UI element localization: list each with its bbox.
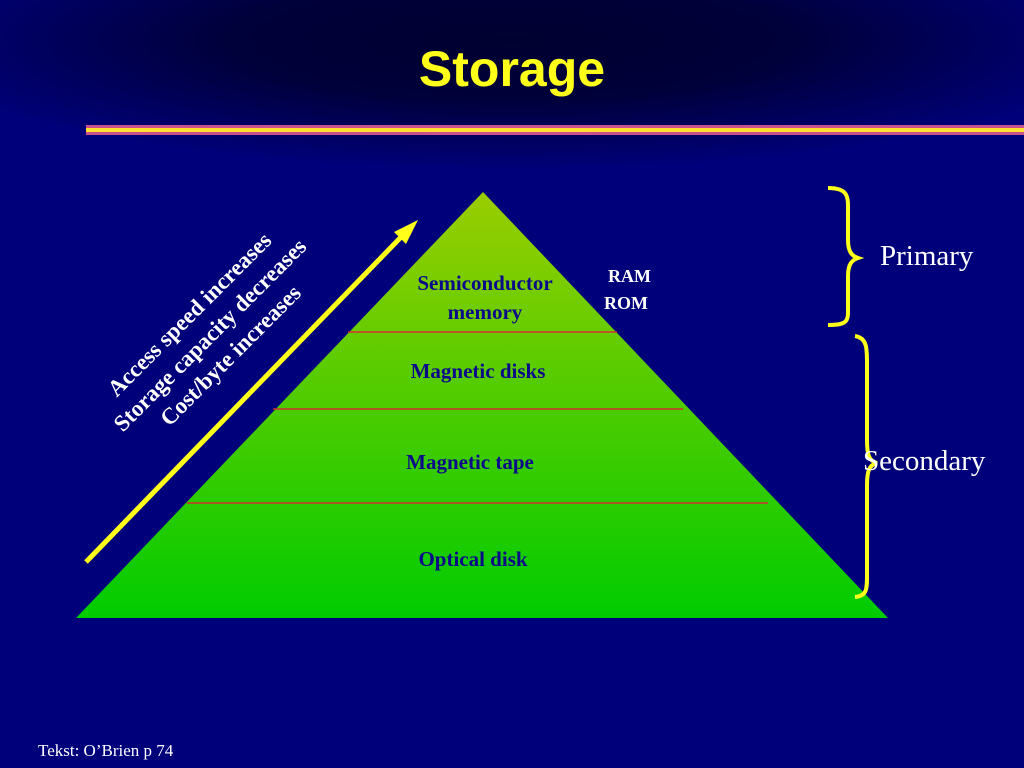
title-underline-top — [86, 125, 1024, 128]
primary-brace — [827, 186, 865, 327]
rom-label: ROM — [604, 293, 648, 313]
layer-label-semiconductor-memory: Semiconductor memory — [390, 269, 580, 327]
title-underline-bottom — [86, 132, 1024, 135]
layer-label-magnetic-disks: Magnetic disks — [410, 359, 546, 383]
layer-label-line1: Semiconductor — [417, 271, 553, 295]
title-underline-middle — [86, 128, 1024, 132]
trend-arrow-shaft — [84, 232, 406, 564]
layer-label-optical-disk: Optical disk — [418, 547, 528, 571]
source-footer: Tekst: O’Brien p 74 — [38, 741, 174, 760]
slide-title: Storage — [418, 41, 606, 97]
layer-label-line2: memory — [447, 300, 523, 324]
trend-arrow-head — [394, 220, 418, 244]
storage-pyramid — [76, 192, 888, 618]
secondary-brace — [854, 334, 878, 599]
ram-label: RAM — [608, 266, 651, 286]
layer-label-magnetic-tape: Magnetic tape — [406, 450, 534, 474]
secondary-label: Secondary — [863, 445, 986, 477]
primary-label: Primary — [880, 240, 974, 272]
